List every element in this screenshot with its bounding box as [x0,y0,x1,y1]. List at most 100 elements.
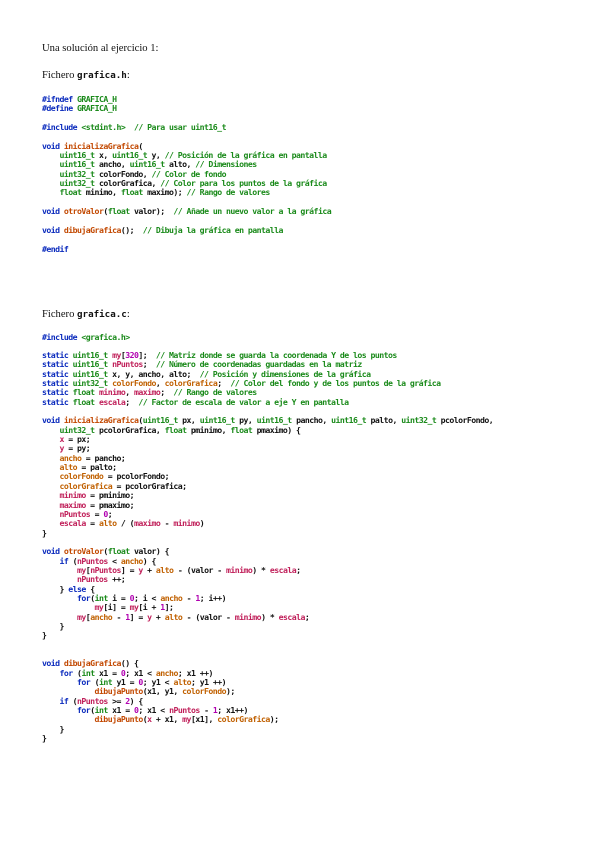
code-line: dibujaPunto(x1, y1, colorFondo); [42,687,493,696]
code-line: uint32_t colorGrafica, // Color para los… [42,178,331,188]
code-line: #ifndef GRAFICA_H [42,94,331,104]
code-token: uint32_t [42,168,99,179]
code-token: valor); [134,206,174,217]
code-token: (); [120,224,143,235]
code-token: ; x1 ++) [177,667,214,678]
code-line: void otroValor(float valor) { [42,547,493,556]
code-token: #define [42,103,78,114]
code-token: ( [103,206,108,217]
code-token: = px; [63,434,91,445]
code-line: #endif [42,243,331,254]
code-token: ] = [129,611,148,622]
code-token: () { [120,658,139,669]
code-token: // Rango de valores [173,387,257,398]
code-token: alto [155,564,174,575]
code-token: pcolorGrafica, [98,424,165,435]
code-token: maximo [133,387,161,398]
code-token: inicializaGrafica [63,140,139,151]
code-token: uint32_t [42,424,99,435]
code-token: pcolorFondo, [440,415,494,426]
code-token: void [42,415,64,426]
code-line: void inicializaGrafica(uint16_t px, uint… [42,415,494,426]
code-token: // Rango de valores [186,187,271,198]
code-token: 1 [160,602,165,613]
code-token: // Color del fondo y de los puntos de la… [230,378,441,389]
code-line: colorGrafica = pcolorGrafica; [42,480,493,491]
code-token: 0 [103,508,108,519]
code-token: } [42,620,65,631]
code-line: colorFondo = pcolorFondo; [42,472,493,481]
code-token: 0 [138,677,143,688]
code-token: ancho [42,452,82,463]
code-token: ( [72,555,78,566]
code-token: uint16_t [142,415,183,426]
code-line [42,641,493,650]
code-token: nPuntos [77,695,108,706]
code-token: ; y1 < [142,677,174,688]
code-token: ) { [129,695,144,706]
code-token: escala [278,611,306,622]
code-token: [ [120,350,126,360]
code-line: x = px; [42,434,493,445]
code-token: pancho, [296,415,332,426]
code-token: ; x1 < [125,667,156,678]
code-token: nPuntos [169,705,200,716]
code-line: static uint32_t colorFondo, colorGrafica… [42,378,493,389]
code-token: GRAFICA_H [77,94,117,104]
code-token: x, y, ancho, alto; [112,368,200,379]
code-token: ( [142,714,148,725]
code-token: alto [42,462,78,473]
code-token: ancho [120,555,143,566]
code-token: <stdint.h> [81,122,126,133]
code-line: static float escala; // Factor de escala… [42,397,493,407]
code-token: minimo [234,611,262,622]
code-token: 0 [129,592,135,603]
code-line: float minimo, float maximo); // Rango de… [42,188,331,197]
code-token: inicializaGrafica [63,415,139,426]
code-token: = palto; [77,462,117,473]
code-token: float [72,387,99,398]
code-token: escala [42,518,87,529]
code-line: void otroValor(float valor); // Añade un… [42,206,332,217]
code-token: / ( [116,518,135,529]
caption-prefix: Fichero [42,70,78,81]
code-line: minimo = pminimo; [42,490,493,500]
code-token: = pancho; [81,452,126,463]
code-token: = [85,518,99,529]
code-line: for(int x1 = 0; x1 < nPuntos - 1; x1++) [42,705,493,716]
code-line: my[nPuntos] = y + alto - (valor - minimo… [42,564,493,575]
code-token: pmaximo) { [256,424,301,435]
code-token: otroValor [63,546,104,557]
code-line: #include <grafica.h> [42,332,130,342]
code-token: my [42,602,104,613]
code-block-header: #ifndef GRAFICA_H#define GRAFICA_H #incl… [42,94,332,254]
code-token: = pmaximo; [85,499,134,510]
code-token: py, [239,415,257,426]
code-token: ; i++) [199,592,227,603]
code-line: uint16_t ancho, uint16_t alto, // Dimens… [42,160,331,169]
code-token: pminimo, [190,424,231,435]
code-token: uint16_t [42,150,99,161]
code-token: #endif [42,243,69,254]
code-line: void dibujaGrafica(); // Dibuja la gráfi… [42,224,331,235]
code-token: // Añade un nuevo valor a la gráfica [173,206,332,217]
code-token: (x1, y1, [142,686,183,697]
code-token: uint16_t [72,368,113,379]
code-token: y [138,564,143,575]
code-token: colorGrafica [42,480,113,491]
code-token: ++; [107,574,126,585]
code-line: } [42,631,493,640]
code-token: [i + [138,602,161,613]
code-token: minimo [173,518,200,529]
code-line: y = py; [42,444,493,453]
code-line: } else { [42,584,493,594]
code-token: uint32_t [401,415,441,426]
code-token: ( [77,667,82,678]
code-token: >= [107,695,126,706]
file-h-name: grafica.h [77,70,127,81]
code-token: minimo, [85,187,121,198]
code-line: } [42,620,493,631]
code-token: x1 = [98,667,121,678]
code-token: 0 [120,667,126,678]
code-token: ); [269,714,279,725]
